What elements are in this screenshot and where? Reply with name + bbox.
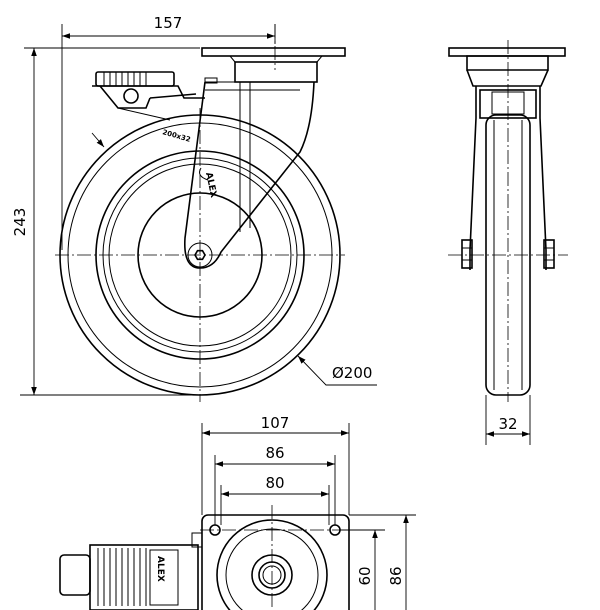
dim-60-label: 60: [356, 566, 374, 585]
dim-hole-spacing-y: 60: [340, 529, 385, 610]
dim-200-label: Ø200: [332, 364, 372, 382]
dim-plate-width: 107: [201, 414, 350, 515]
dim-wheel-diameter: Ø200: [91, 132, 377, 386]
dim-157-label: 157: [154, 14, 183, 32]
brand-logo-top: ALEX: [155, 556, 165, 582]
front-view: 32: [448, 40, 568, 445]
top-view: ALEX 107 86 80 60: [59, 414, 416, 610]
brand-logo-side: ALEX: [203, 172, 218, 199]
fork-side: [183, 47, 346, 269]
dim-243-label: 243: [11, 208, 29, 237]
dim-86-vertical-label: 86: [387, 566, 405, 585]
dim-86-horizontal-label: 86: [265, 444, 284, 462]
dim-swivel-offset: 157: [61, 14, 276, 250]
dim-plate-inner: 86: [214, 444, 336, 525]
dim-total-height: 243: [11, 47, 200, 396]
dim-80-label: 80: [265, 474, 284, 492]
dim-32-label: 32: [498, 415, 517, 433]
side-view: 200x32 ALEX 157 243 Ø200: [11, 14, 377, 402]
brake-pedal: [92, 71, 218, 121]
dim-wheel-width: 32: [485, 395, 531, 445]
dim-plate-depth: 86: [349, 514, 416, 610]
brake-pedal-top: ALEX: [59, 532, 203, 610]
tyre-marking: 200x32: [161, 128, 191, 144]
dim-hole-spacing-x: 80: [220, 474, 330, 525]
dim-107-label: 107: [261, 414, 290, 432]
